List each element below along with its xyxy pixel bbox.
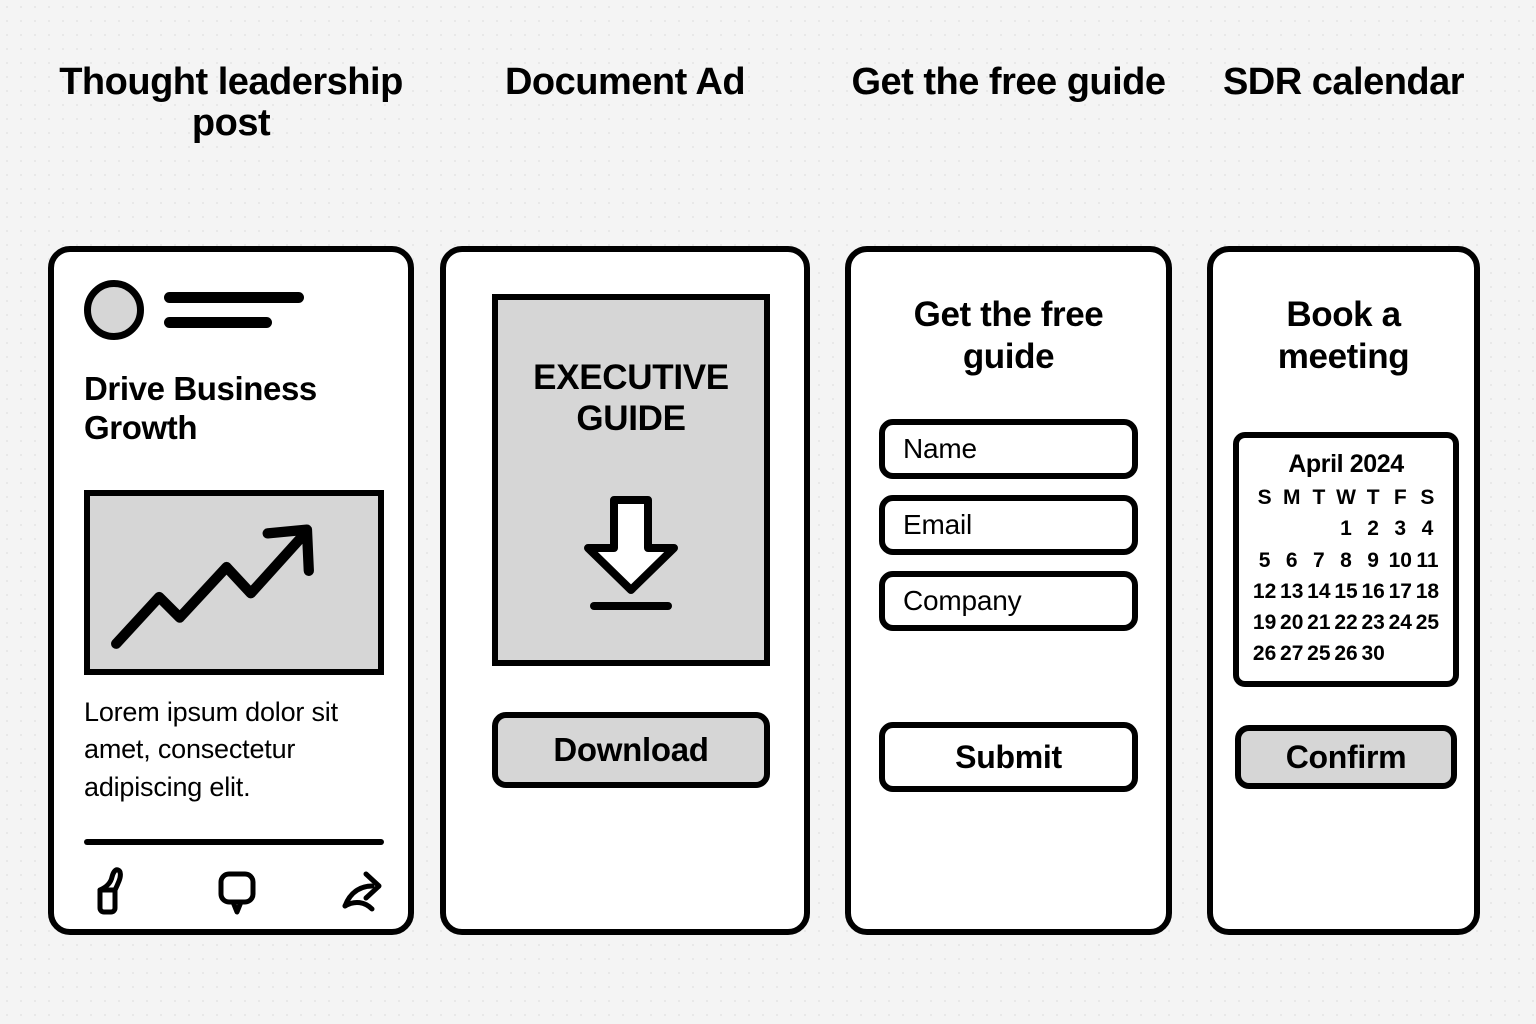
comment-bubble-icon[interactable] [209, 864, 265, 920]
calendar-day[interactable]: 19 [1252, 611, 1277, 634]
calendar-weekday-header: T [1366, 486, 1380, 509]
calendar-day[interactable]: 20 [1280, 611, 1304, 634]
submit-button[interactable]: Submit [879, 722, 1138, 792]
calendar-day[interactable]: 15 [1334, 579, 1358, 603]
calendar-weekday-header: M [1282, 486, 1301, 509]
growth-arrow-icon [111, 524, 314, 649]
form-fields: Name Email Company [879, 419, 1138, 631]
calendar-day[interactable]: 12 [1252, 579, 1277, 603]
document-preview-panel[interactable]: EXECUTIVE GUIDE [492, 294, 770, 666]
calendar-day[interactable]: 26 [1334, 642, 1358, 666]
calendar-day[interactable]: 30 [1361, 642, 1385, 666]
calendar-day[interactable]: 24 [1388, 611, 1412, 634]
author-placeholder-lines [164, 292, 304, 328]
post-body-text: Lorem ipsum dolor sit amet, consectetur … [84, 697, 338, 802]
author-name-placeholder-bar [164, 292, 304, 303]
calendar-month-label: April 2024 [1288, 450, 1404, 478]
name-field[interactable]: Name [879, 419, 1138, 479]
calendar-day[interactable]: 1 [1340, 517, 1352, 541]
calendar-day[interactable]: 25 [1415, 611, 1440, 634]
confirm-button-label: Confirm [1285, 738, 1407, 775]
company-field[interactable]: Company [879, 571, 1138, 631]
calendar-day[interactable]: 11 [1416, 548, 1439, 572]
download-arrow-icon [566, 490, 696, 620]
email-field-label: Email [903, 509, 973, 540]
calendar-day[interactable]: 21 [1307, 611, 1331, 634]
calendar-day[interactable]: 7 [1313, 548, 1325, 572]
company-field-label: Company [903, 585, 1022, 616]
card-social-post[interactable]: Drive Business Growth Lorem ipsum dolor … [48, 246, 414, 935]
email-field[interactable]: Email [879, 495, 1138, 555]
post-divider [84, 839, 384, 845]
calendar-day[interactable]: 8 [1340, 548, 1352, 572]
confirm-button[interactable]: Confirm [1235, 725, 1457, 789]
post-title: Drive Business Growth [84, 370, 317, 446]
calendar-day[interactable]: 17 [1388, 579, 1412, 603]
calendar-day[interactable]: 6 [1285, 548, 1298, 572]
post-action-bar [84, 864, 389, 920]
card-document-ad[interactable]: EXECUTIVE GUIDE Download [440, 246, 810, 935]
download-button-label: Download [553, 731, 709, 768]
post-author-header [84, 280, 304, 340]
download-button[interactable]: Download [492, 712, 770, 788]
calendar-day[interactable]: 22 [1334, 611, 1358, 634]
share-arrow-icon[interactable] [333, 864, 389, 920]
calendar-day[interactable]: 18 [1415, 579, 1440, 603]
form-title: Get the free guide [913, 295, 1104, 376]
name-field-label: Name [903, 433, 977, 464]
column-caption-thought-leadership-post: Thought leadership post [59, 61, 403, 145]
calendar-weekday-header: T [1312, 486, 1326, 509]
calendar-weekday-header: W [1336, 486, 1356, 509]
calendar-day[interactable]: 3 [1394, 517, 1407, 541]
booking-title: Book a meeting [1277, 295, 1410, 376]
calendar-day[interactable]: 2 [1367, 517, 1379, 541]
avatar [84, 280, 144, 340]
calendar-weekday-header: S [1257, 486, 1272, 509]
calendar-day[interactable]: 9 [1367, 548, 1379, 572]
submit-button-label: Submit [955, 738, 1062, 775]
calendar-day[interactable]: 23 [1361, 611, 1385, 634]
calendar-day[interactable]: 13 [1280, 579, 1304, 603]
card-lead-form[interactable]: Get the free guide Name Email Company Su… [845, 246, 1172, 935]
column-caption-document-ad: Document Ad [504, 61, 746, 103]
thumbs-up-icon[interactable] [84, 864, 140, 920]
calendar-day[interactable]: 14 [1307, 579, 1331, 603]
calendar-day[interactable]: 16 [1361, 579, 1385, 603]
post-chart-image [84, 490, 384, 675]
calendar-weekday-header: F [1393, 486, 1407, 509]
calendar-day[interactable]: 26 [1252, 642, 1277, 666]
calendar-weekday-header: S [1420, 486, 1435, 509]
calendar-day[interactable]: 27 [1280, 642, 1304, 666]
column-caption-lead-form: Get the free guide [851, 61, 1166, 103]
calendar-day[interactable]: 4 [1421, 517, 1434, 541]
column-caption-sdr-calendar: SDR calendar [1222, 61, 1465, 103]
author-subtitle-placeholder-bar [164, 317, 272, 328]
calendar-day[interactable]: 25 [1307, 642, 1331, 666]
document-title: EXECUTIVE GUIDE [533, 358, 729, 438]
calendar-day[interactable]: 10 [1388, 548, 1412, 572]
calendar-day[interactable]: 5 [1258, 548, 1271, 572]
